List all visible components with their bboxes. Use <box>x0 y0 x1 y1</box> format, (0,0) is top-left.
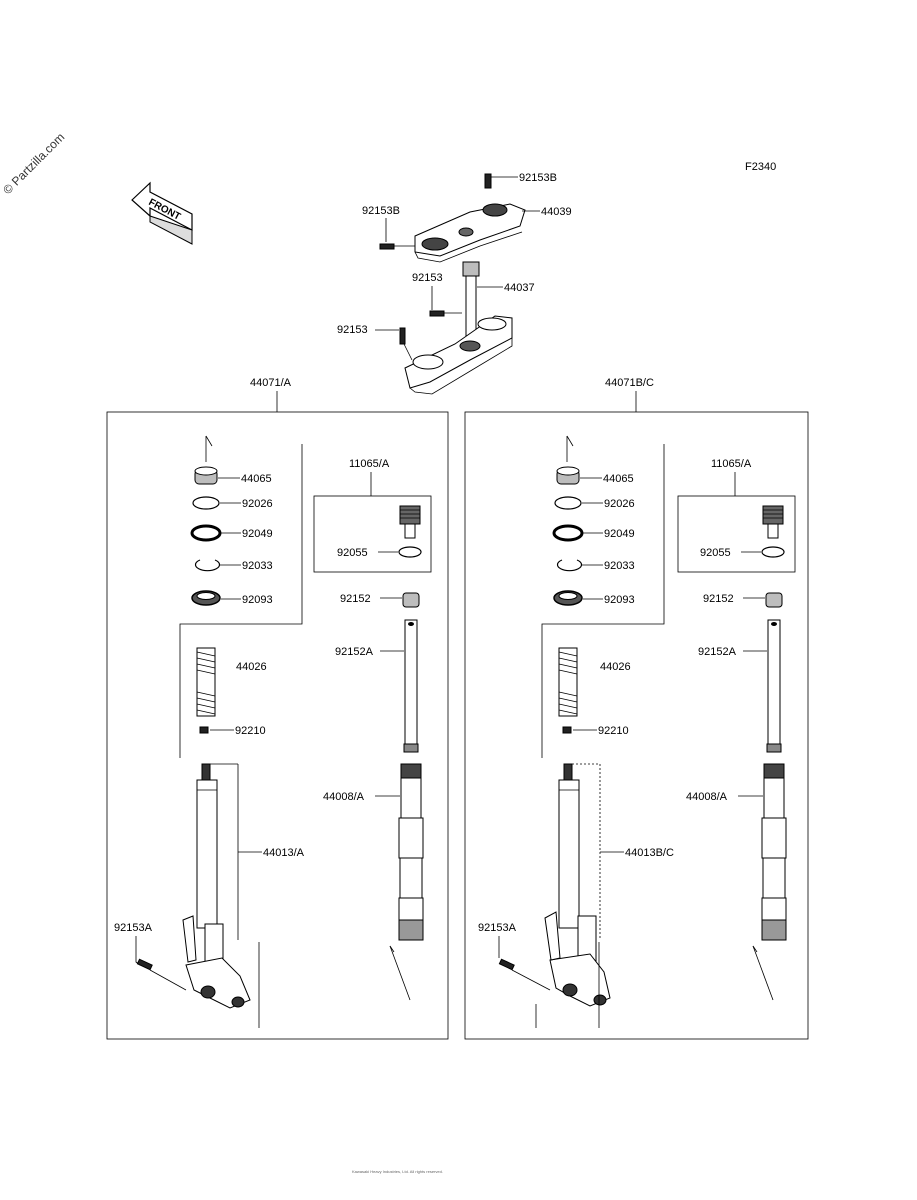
right-pipe <box>766 619 782 753</box>
right-label-collar: 92152 <box>703 593 734 605</box>
left-label-cap: 44065 <box>241 473 272 485</box>
footer-text: Kawasaki Heavy Industries, Ltd. All righ… <box>352 1169 443 1174</box>
left-label-spring: 44026 <box>236 661 267 673</box>
left-label-clip: 92033 <box>242 560 273 572</box>
right-label-seal: 92049 <box>604 528 635 540</box>
figure-code: F2340 <box>745 161 776 173</box>
left-fork-assembly: 44071/A 44065 92026 92049 92033 92093 4 <box>106 377 449 1040</box>
left-label-seal: 92049 <box>242 528 273 540</box>
right-label-oring: 92055 <box>700 547 731 559</box>
right-label-nut: 92210 <box>598 725 629 737</box>
left-inner-tube <box>182 763 251 1009</box>
left-label-cartridge: 11065/A <box>349 458 390 470</box>
label-bolt-stem: 92153 <box>412 272 443 284</box>
right-label-bolt: 92153A <box>478 922 517 934</box>
label-bolt-upper-right: 92153B <box>519 172 557 184</box>
right-label-inner-tube: 44013B/C <box>625 847 674 859</box>
right-cartridge-valve <box>762 505 784 539</box>
front-arrow-icon: FRONT <box>131 181 193 245</box>
left-outer-tube <box>398 763 424 941</box>
right-label-spring: 44026 <box>600 661 631 673</box>
steering-stem <box>404 261 513 395</box>
upper-bracket <box>414 203 526 263</box>
right-spring <box>558 647 578 717</box>
right-label-clip: 92033 <box>604 560 635 572</box>
left-label-inner-tube: 44013/A <box>263 847 305 859</box>
label-bolt-lower: 92153 <box>337 324 368 336</box>
right-label-cap: 44065 <box>603 473 634 485</box>
left-title: 44071/A <box>250 377 292 389</box>
bolt-upper-right <box>484 173 492 189</box>
right-label-cartridge: 11065/A <box>711 458 752 470</box>
left-label-bolt: 92153A <box>114 922 153 934</box>
bolt-lower <box>399 327 406 345</box>
right-fork-assembly: 44071B/C 44065 92026 92049 92033 92093 4… <box>464 377 809 1040</box>
label-bolt-upper-left: 92153B <box>362 205 400 217</box>
left-label-ring: 92026 <box>242 498 273 510</box>
left-spring <box>196 647 216 717</box>
right-outer-tube <box>761 763 787 941</box>
bolt-upper-left <box>379 243 395 250</box>
left-label-outer-tube: 44008/A <box>323 791 365 803</box>
right-inner-tube <box>544 763 611 1007</box>
watermark: © Partzilla.com <box>0 130 67 197</box>
left-label-oring: 92055 <box>337 547 368 559</box>
right-label-pipe: 92152A <box>698 646 737 658</box>
left-cartridge-valve <box>399 505 421 539</box>
left-label-dust-seal: 92093 <box>242 594 273 606</box>
left-pipe <box>403 619 419 753</box>
left-label-collar: 92152 <box>340 593 371 605</box>
left-label-nut: 92210 <box>235 725 266 737</box>
right-label-ring: 92026 <box>604 498 635 510</box>
right-title: 44071B/C <box>605 377 654 389</box>
bolt-stem <box>429 310 445 317</box>
right-label-dust-seal: 92093 <box>604 594 635 606</box>
label-upper-bracket: 44039 <box>541 206 572 218</box>
left-label-pipe: 92152A <box>335 646 374 658</box>
label-stem-assy: 44037 <box>504 282 535 294</box>
right-label-outer-tube: 44008/A <box>686 791 728 803</box>
